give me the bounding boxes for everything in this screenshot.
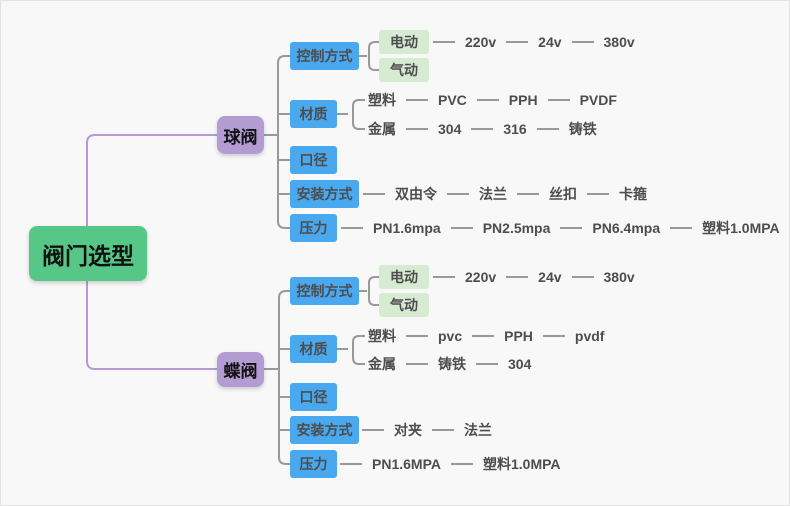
node-ball-install-method[interactable]: 安装方式	[290, 180, 359, 208]
node-butterfly-metal[interactable]: 金属	[368, 356, 396, 372]
node-ball-pn25[interactable]: PN2.5mpa	[482, 220, 551, 236]
node-ball-voltage-380v[interactable]: 380v	[603, 34, 635, 50]
node-ball-pneumatic[interactable]: 气动	[379, 58, 429, 82]
connector-ball-control-fork	[359, 41, 379, 71]
connector-dash	[536, 128, 559, 130]
connector-ball-valve-trunk	[264, 55, 291, 229]
node-butterfly-pneumatic[interactable]: 气动	[379, 293, 429, 317]
connector-dash	[506, 276, 529, 278]
connector-dash	[560, 227, 583, 229]
node-ball-304[interactable]: 304	[438, 121, 462, 137]
chain-ball-plastic: 塑料 PVC PPH PVDF	[368, 90, 617, 110]
node-butterfly-voltage-24v[interactable]: 24v	[538, 269, 562, 285]
chain-ball-install: 双由令 法兰 丝扣 卡箍	[363, 184, 647, 204]
node-butterfly-plastic[interactable]: 塑料	[368, 328, 396, 344]
connector-dash	[433, 276, 455, 278]
node-ball-metal[interactable]: 金属	[368, 121, 396, 137]
chain-ball-voltages: 220v 24v 380v	[433, 34, 635, 50]
connector-butterfly-material-fork	[337, 335, 365, 365]
connector-dash	[476, 99, 499, 101]
connector-ball-material-fork	[337, 99, 365, 130]
node-ball-pph[interactable]: PPH	[508, 92, 538, 108]
node-ball-electric[interactable]: 电动	[379, 30, 429, 54]
connector-dash	[341, 227, 363, 229]
connector-butterfly-valve-trunk	[264, 290, 291, 465]
node-ball-316[interactable]: 316	[503, 121, 527, 137]
node-ball-cast-iron[interactable]: 铸铁	[568, 121, 597, 137]
node-ball-pn16[interactable]: PN1.6mpa	[373, 220, 441, 236]
connector-dash	[432, 429, 454, 431]
connector-dash	[406, 99, 428, 101]
connector-dash	[450, 227, 473, 229]
node-ball-thread[interactable]: 丝扣	[549, 186, 577, 202]
connector-butterfly-control-fork	[359, 276, 379, 306]
node-butterfly-pph[interactable]: PPH	[504, 328, 533, 344]
node-butterfly-voltage-220v[interactable]: 220v	[465, 269, 497, 285]
chain-butterfly-metal: 金属 铸铁 304	[368, 354, 531, 374]
connector-dash	[406, 335, 428, 337]
node-ball-clamp[interactable]: 卡箍	[619, 186, 647, 202]
connector-dash	[471, 128, 494, 130]
connector-dash	[542, 335, 565, 337]
chain-butterfly-plastic: 塑料 pvc PPH pvdf	[368, 326, 604, 346]
node-butterfly-pvc[interactable]: pvc	[438, 328, 463, 344]
node-butterfly-pn16[interactable]: PN1.6MPA	[372, 456, 441, 472]
chain-ball-pressure: PN1.6mpa PN2.5mpa PN6.4mpa 塑料1.0MPA	[341, 218, 780, 238]
node-butterfly-material[interactable]: 材质	[290, 335, 337, 363]
connector-dash	[447, 193, 469, 195]
connector-dash	[587, 193, 609, 195]
connector-dash	[472, 335, 495, 337]
connector-dash	[362, 429, 384, 431]
connector-dash	[406, 128, 428, 130]
node-ball-control-method[interactable]: 控制方式	[290, 42, 359, 70]
node-butterfly-flange[interactable]: 法兰	[464, 422, 492, 438]
node-ball-pvc[interactable]: PVC	[438, 92, 467, 108]
connector-dash	[476, 363, 498, 365]
connector-dash	[506, 41, 529, 43]
node-ball-voltage-24v[interactable]: 24v	[538, 34, 562, 50]
node-butterfly-electric[interactable]: 电动	[379, 265, 429, 289]
node-butterfly-valve[interactable]: 蝶阀	[217, 352, 264, 387]
connector-dash	[340, 463, 362, 465]
node-ball-plastic[interactable]: 塑料	[368, 92, 396, 108]
connector-dash	[670, 227, 693, 229]
connector-dash	[517, 193, 539, 195]
chain-butterfly-pressure: PN1.6MPA 塑料1.0MPA	[340, 454, 561, 474]
node-butterfly-plastic-10mpa[interactable]: 塑料1.0MPA	[482, 456, 561, 472]
connector-dash	[547, 99, 570, 101]
node-butterfly-voltage-380v[interactable]: 380v	[603, 269, 635, 285]
connector-root-to-butterfly-valve	[86, 281, 217, 370]
node-butterfly-pressure[interactable]: 压力	[290, 450, 337, 478]
node-butterfly-diameter[interactable]: 口径	[290, 383, 337, 411]
connector-dash	[571, 41, 594, 43]
connector-dash	[571, 276, 594, 278]
chain-ball-metal: 金属 304 316 铸铁	[368, 119, 597, 139]
node-ball-pn64[interactable]: PN6.4mpa	[592, 220, 661, 236]
node-ball-material[interactable]: 材质	[290, 100, 337, 128]
node-root-valve-selection[interactable]: 阀门选型	[29, 226, 147, 281]
connector-dash	[363, 193, 385, 195]
node-butterfly-wafer[interactable]: 对夹	[394, 422, 422, 438]
node-ball-flange[interactable]: 法兰	[479, 186, 507, 202]
node-ball-pvdf[interactable]: PVDF	[579, 92, 617, 108]
node-butterfly-control-method[interactable]: 控制方式	[290, 277, 359, 305]
node-butterfly-304[interactable]: 304	[508, 356, 532, 372]
chain-butterfly-install: 对夹 法兰	[362, 420, 492, 440]
chain-butterfly-voltages: 220v 24v 380v	[433, 269, 635, 285]
node-ball-voltage-220v[interactable]: 220v	[465, 34, 497, 50]
connector-dash	[433, 41, 455, 43]
connector-dash	[406, 363, 428, 365]
node-ball-double-union[interactable]: 双由令	[395, 186, 437, 202]
node-ball-valve[interactable]: 球阀	[217, 116, 264, 154]
connector-root-to-ball-valve	[86, 134, 217, 226]
node-butterfly-cast-iron[interactable]: 铸铁	[438, 356, 466, 372]
node-ball-plastic-10mpa[interactable]: 塑料1.0MPA	[702, 220, 780, 236]
connector-dash	[450, 463, 473, 465]
node-ball-pressure[interactable]: 压力	[290, 214, 337, 242]
node-butterfly-install-method[interactable]: 安装方式	[290, 416, 359, 444]
node-butterfly-pvdf[interactable]: pvdf	[574, 328, 605, 344]
node-ball-diameter[interactable]: 口径	[290, 146, 337, 174]
